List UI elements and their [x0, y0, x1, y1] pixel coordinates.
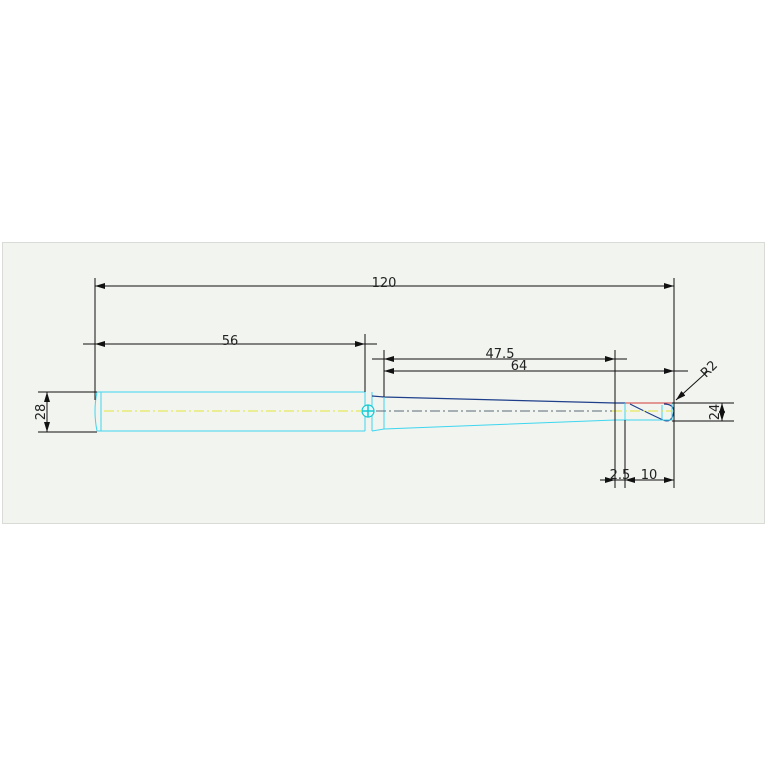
dimension-taper-lengths: 47.5 64	[372, 347, 688, 488]
shank-edges	[97, 391, 365, 432]
shank-end	[94, 391, 102, 432]
dim-label-tip-length: 10	[641, 468, 658, 483]
taper-top-edge	[371, 395, 625, 404]
dimension-shank-length: 56	[83, 334, 377, 392]
tip-profile	[629, 403, 675, 422]
dim-label-shank: 56	[222, 334, 239, 349]
dim-label-taper-a: 47.5	[486, 347, 515, 362]
dimension-tip-lengths: 2.5 10	[600, 420, 674, 488]
center-hole-cross	[362, 405, 374, 417]
dim-label-tip-diameter: 24	[708, 404, 723, 421]
dim-label-shank-diameter: 28	[34, 404, 49, 421]
dim-label-taper-b: 64	[511, 359, 528, 374]
dimension-radius: R2	[675, 358, 721, 401]
dimension-tip-diameter: 24	[672, 402, 734, 422]
dimension-shank-diameter: 28	[34, 391, 97, 433]
dim-label-overall: 120	[372, 276, 397, 291]
dim-label-offset: 2.5	[610, 468, 631, 483]
taper-bottom-edge	[371, 419, 625, 432]
dimension-overall-length: 120	[94, 276, 675, 488]
